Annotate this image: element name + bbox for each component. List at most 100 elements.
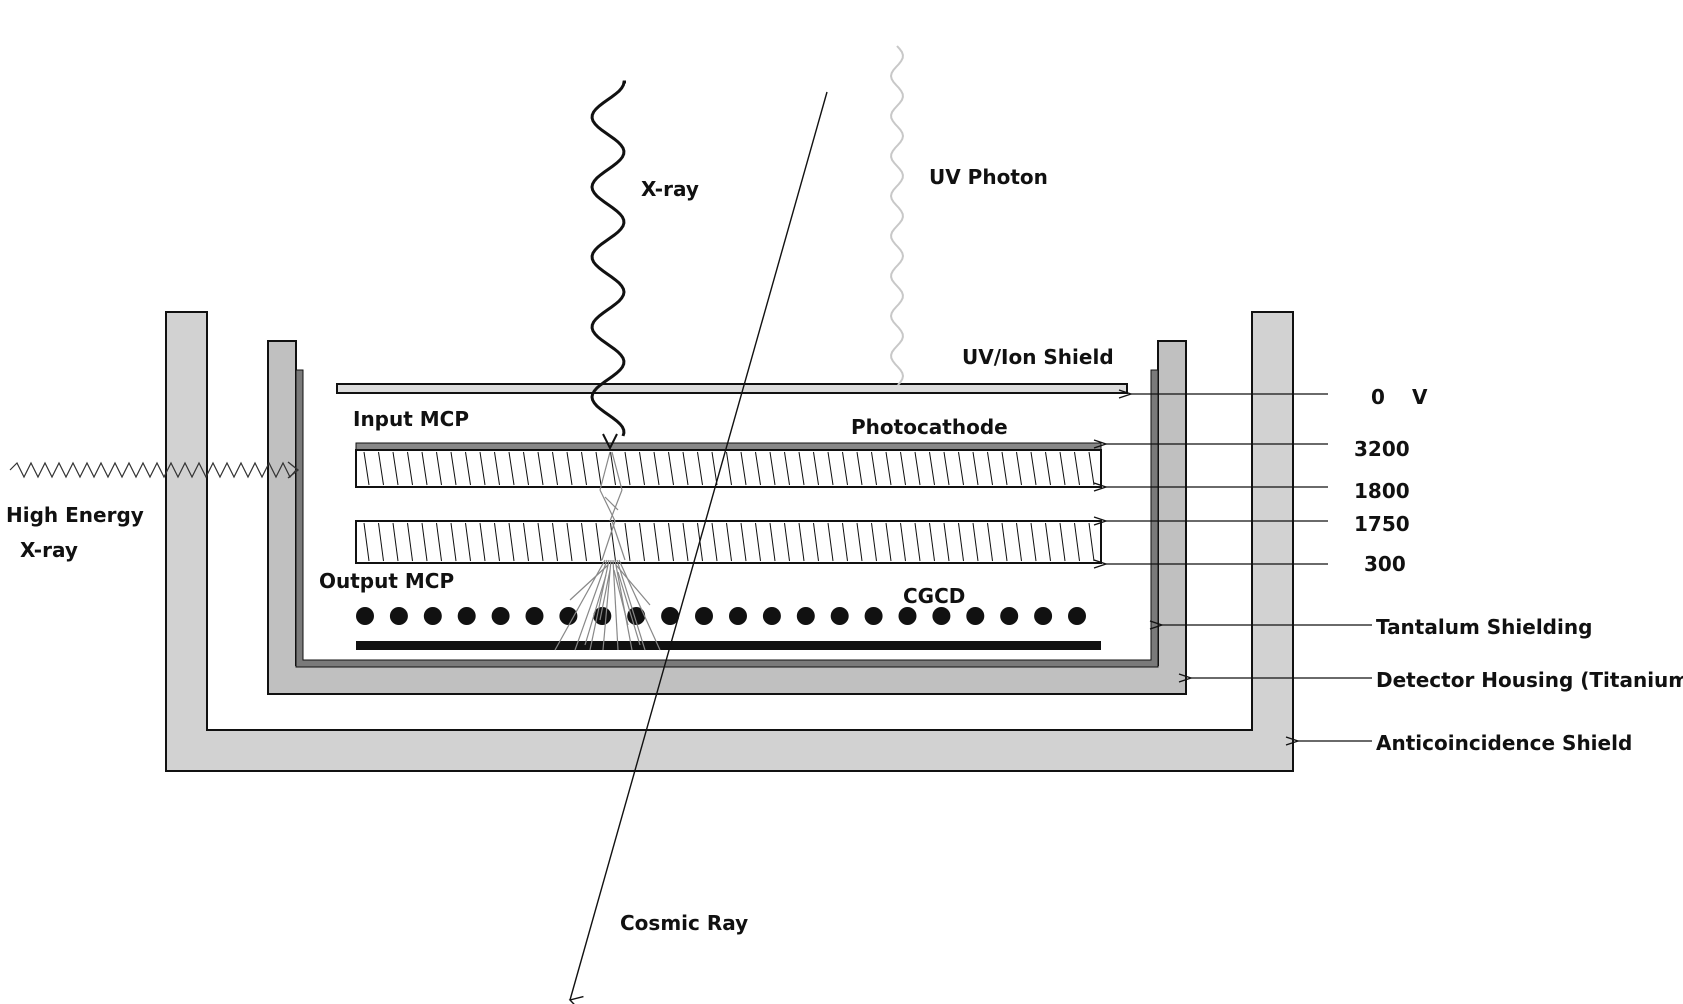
mcp-channel [871, 451, 877, 486]
voltage-unit-label: V [1412, 385, 1428, 409]
cascade-track [609, 489, 623, 522]
mcp-channel [595, 451, 602, 486]
mcp-channel [929, 522, 935, 562]
cascade-track [604, 496, 619, 511]
mcp-channel [798, 451, 805, 486]
mcp-channel [958, 451, 964, 486]
mcp-channel [682, 522, 689, 562]
voltage-300-label: 300 [1364, 552, 1406, 576]
readout-bar [356, 641, 1101, 650]
cascade-track [617, 571, 641, 646]
mcp-channel [943, 451, 950, 486]
output-mcp-label: Output MCP [319, 569, 454, 593]
electron-cascade [554, 451, 661, 651]
uv-ion-shield-label: UV/Ion Shield [962, 345, 1114, 369]
cascade-track [616, 559, 646, 651]
mcp-channel [465, 522, 471, 562]
cascade-track [601, 520, 616, 561]
mcp-channel [465, 451, 471, 486]
mcp-channel [740, 522, 747, 562]
mcp-channel [1016, 451, 1022, 486]
high-energy-xray-wave [9, 461, 297, 479]
mcp-channel [668, 451, 674, 486]
cgcd-dot [559, 607, 578, 625]
mcp-channel [987, 522, 993, 562]
mcp-channel [479, 522, 486, 562]
mcp-channel [407, 522, 413, 562]
mcp-channel [1016, 522, 1022, 562]
mcp-channel [958, 522, 964, 562]
photocathode-strip [355, 442, 1102, 451]
cgcd-dot [830, 607, 849, 625]
uv-photon-label: UV Photon [929, 165, 1048, 189]
mcp-channel [813, 522, 819, 562]
mcp-channel [624, 451, 631, 486]
xray-top-wave [590, 80, 626, 437]
tantalum-shielding [295, 369, 1159, 668]
cascade-track [618, 559, 661, 651]
mcp-channel [566, 451, 573, 486]
mcp-channel [363, 451, 370, 486]
tantalum-label: Tantalum Shielding [1376, 615, 1592, 639]
cascade-track [599, 569, 611, 621]
mcp-channel [842, 451, 848, 486]
mcp-channel [914, 522, 921, 562]
anticoincidence-shield [165, 311, 1294, 772]
mcp-channel [697, 451, 703, 486]
mcp-channel [653, 522, 660, 562]
mcp-channel [595, 522, 602, 562]
mcp-channel [1001, 451, 1008, 486]
cgcd-dot [1034, 607, 1053, 625]
cascade-track [613, 569, 629, 626]
mcp-channel [682, 451, 689, 486]
xray-top-label: X-ray [641, 177, 699, 201]
cgcd-dot [729, 607, 747, 625]
mcp-channel [1059, 522, 1066, 562]
mcp-channel [1030, 522, 1037, 562]
cgcd-dot [966, 607, 985, 625]
mcp-channel [856, 451, 863, 486]
voltage-0-label: 0 [1371, 385, 1385, 409]
mcp-channel [508, 522, 515, 562]
cgcd-dot [491, 607, 510, 625]
mcp-channel [914, 451, 921, 486]
mcp-channel [784, 451, 790, 486]
mcp-channel [378, 451, 384, 486]
mcp-channel [769, 522, 776, 562]
cgcd-dot [661, 607, 680, 625]
housing-label: Detector Housing (Titanium) [1376, 668, 1683, 692]
cascade-track [569, 564, 609, 601]
cascade-track [612, 559, 619, 651]
cgcd-dot [389, 607, 408, 625]
mcp-channel [523, 451, 529, 486]
mcp-channel [494, 522, 500, 562]
mcp-channel [900, 451, 906, 486]
cgcd-dot [695, 607, 713, 625]
high-energy-label: High Energy [6, 503, 144, 527]
mcp-channel [885, 451, 892, 486]
mcp-channel [827, 522, 834, 562]
mcp-channel [842, 522, 848, 562]
mcp-channel [581, 451, 587, 486]
mcp-channel [740, 451, 747, 486]
mcp-channel [537, 451, 544, 486]
cascade-track [611, 520, 626, 561]
mcp-channel [1045, 451, 1051, 486]
mcp-channel [479, 451, 486, 486]
cgcd-dot [457, 607, 476, 625]
cascade-track [599, 451, 611, 491]
cgcd-label: CGCD [903, 584, 965, 608]
mcp-channel [784, 522, 790, 562]
mcp-channel [987, 451, 993, 486]
mcp-channel [421, 522, 428, 562]
voltage-1750-label: 1750 [1354, 512, 1410, 536]
mcp-channel [726, 522, 732, 562]
mcp-channel [1088, 522, 1095, 562]
mcp-channel [900, 522, 906, 562]
uv-photon-wave [889, 45, 905, 386]
mcp-channel [1030, 451, 1037, 486]
mcp-channel [885, 522, 892, 562]
mcp-channel [929, 451, 935, 486]
